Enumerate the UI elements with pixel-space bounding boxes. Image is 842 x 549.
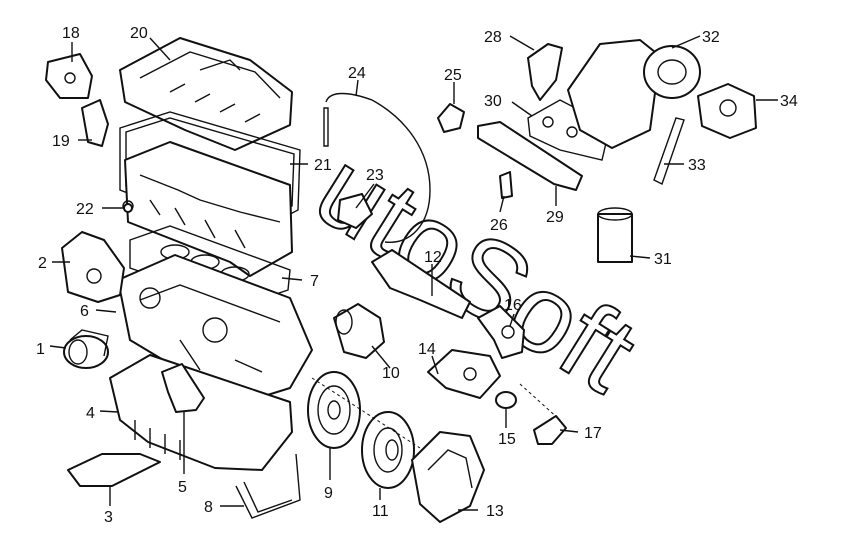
- callout-21: 21: [314, 157, 332, 174]
- callout-24: 24: [348, 65, 366, 82]
- dipstick: [323, 92, 431, 243]
- canister: [597, 207, 633, 263]
- bracket-33: [653, 117, 685, 185]
- oil-filter: [63, 329, 109, 369]
- bolt-22: [123, 203, 133, 213]
- clutch-disc: [361, 411, 415, 489]
- callout-12: 12: [424, 249, 442, 266]
- valve-cover: [119, 37, 293, 151]
- callout-9: 9: [324, 485, 333, 502]
- callout-8: 8: [204, 499, 213, 516]
- fitting-17: [533, 415, 567, 445]
- clutch-cover: [411, 431, 485, 523]
- callout-3: 3: [104, 509, 113, 526]
- connector-15: [495, 391, 517, 409]
- fuel-rail: [477, 121, 583, 191]
- callout-25: 25: [444, 67, 462, 84]
- engine-block: [117, 254, 313, 403]
- callout-labels: 1 2 3 4 5 6 7 8 9 10 11 12 13 14 15 16 1…: [36, 25, 798, 526]
- oil-pan: [109, 354, 293, 471]
- manifold-gasket: [527, 99, 611, 161]
- leader-lines: [49, 35, 778, 511]
- callout-2: 2: [38, 255, 47, 272]
- oil-pickup: [161, 363, 205, 413]
- callout-28: 28: [484, 29, 502, 46]
- callout-1: 1: [36, 341, 45, 358]
- callout-30: 30: [484, 93, 502, 110]
- callout-22: 22: [76, 201, 94, 218]
- timing-cover: [61, 231, 125, 303]
- mount-bracket: [81, 99, 109, 147]
- callout-32: 32: [702, 29, 720, 46]
- callout-10: 10: [382, 365, 400, 382]
- callout-17: 17: [584, 425, 602, 442]
- callout-15: 15: [498, 431, 516, 448]
- engine-mount: [45, 53, 93, 99]
- thermostat-housing: [427, 349, 501, 399]
- heat-shield: [67, 453, 161, 487]
- callout-11: 11: [372, 503, 389, 520]
- intake-pipe: [371, 249, 471, 319]
- callout-31: 31: [654, 251, 672, 268]
- flywheel: [307, 371, 361, 449]
- callout-34: 34: [780, 93, 798, 110]
- callout-33: 33: [688, 157, 706, 174]
- callout-4: 4: [86, 405, 95, 422]
- sensor-25: [437, 103, 465, 133]
- bracket: [235, 453, 301, 519]
- callout-29: 29: [546, 209, 564, 226]
- plug-26: [499, 171, 513, 199]
- callout-5: 5: [178, 479, 187, 496]
- callout-20: 20: [130, 25, 148, 42]
- callout-14: 14: [418, 341, 436, 358]
- callout-7: 7: [310, 273, 319, 290]
- sensor-23: [337, 193, 373, 229]
- callout-26: 26: [490, 217, 508, 234]
- callout-6: 6: [80, 303, 89, 320]
- callout-23: 23: [366, 167, 384, 184]
- callout-13: 13: [486, 503, 504, 520]
- throttle-body: [697, 83, 757, 139]
- callout-19: 19: [52, 133, 70, 150]
- callout-16: 16: [504, 297, 522, 314]
- intake-manifold: [567, 39, 701, 149]
- alignment-line: [519, 383, 561, 421]
- starter-motor: [333, 303, 385, 359]
- bracket-28: [527, 43, 563, 101]
- callout-18: 18: [62, 25, 80, 42]
- cylinder-head: [122, 141, 293, 277]
